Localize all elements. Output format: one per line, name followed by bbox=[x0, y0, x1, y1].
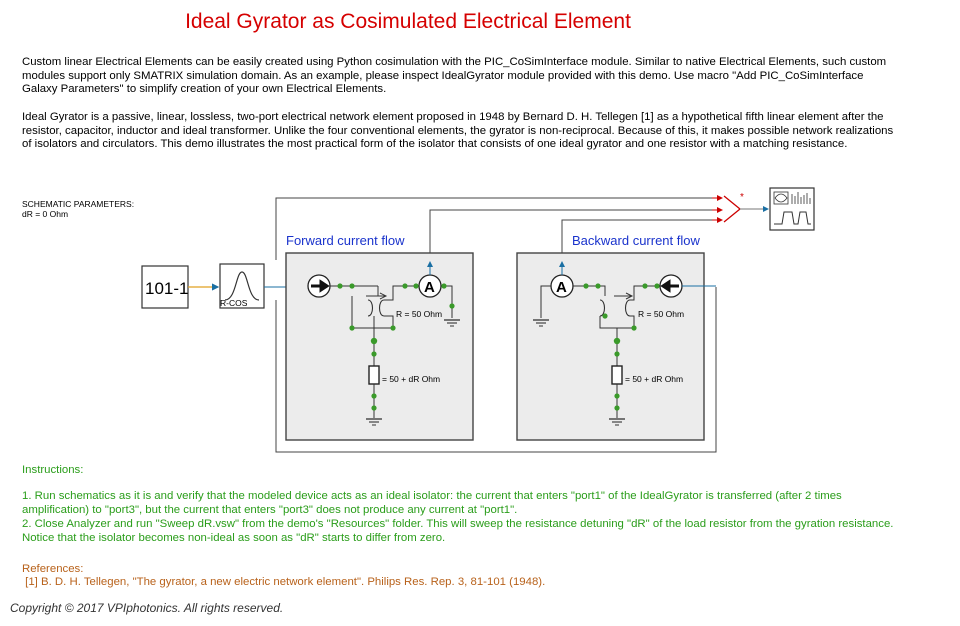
forward-load-resistor-icon[interactable] bbox=[368, 365, 380, 385]
wire-outer-top bbox=[275, 197, 722, 260]
instructions-step-2: 2. Close Analyzer and run "Sweep dR.vsw"… bbox=[22, 518, 894, 544]
backward-flow-title: Backward current flow bbox=[572, 233, 700, 248]
bit-sequence-generator[interactable]: 101-1 bbox=[141, 265, 189, 309]
forward-flow-panel: Forward current flow A R = 50 Ohm bbox=[285, 233, 474, 441]
backward-r-label: R = 50 Ohm bbox=[638, 309, 684, 319]
references-heading: References: bbox=[22, 563, 84, 575]
signal-combiner[interactable]: * bbox=[723, 192, 744, 223]
forward-load-label: = 50 + dR Ohm bbox=[382, 374, 440, 384]
page-title: Ideal Gyrator as Cosimulated Electrical … bbox=[185, 10, 631, 33]
forward-flow-title: Forward current flow bbox=[286, 233, 405, 248]
raised-cosine-pulse-shaper[interactable]: R-COS bbox=[219, 263, 265, 309]
intro-paragraph-1: Custom linear Electrical Elements can be… bbox=[22, 56, 887, 96]
rcos-label: R-COS bbox=[220, 298, 248, 308]
backward-load-resistor-icon[interactable] bbox=[611, 365, 623, 385]
backward-flow-panel: Backward current flow A R = 50 Ohm = 50 … bbox=[516, 233, 716, 441]
instructions-heading: Instructions: bbox=[22, 464, 84, 476]
copyright-notice: Copyright © 2017 VPIphotonics. All right… bbox=[10, 601, 284, 615]
intro-paragraph-2: Ideal Gyrator is a passive, linear, loss… bbox=[22, 111, 894, 151]
instructions-step-1: 1. Run schematics as it is and verify th… bbox=[22, 490, 842, 516]
backward-load-label: = 50 + dR Ohm bbox=[625, 374, 683, 384]
reference-1: [1] B. D. H. Tellegen, "The gyrator, a n… bbox=[22, 576, 546, 588]
wire-forward-meter-out bbox=[429, 209, 722, 270]
wire-outer-bottom bbox=[275, 287, 717, 453]
schematic-params-title: SCHEMATIC PARAMETERS: bbox=[22, 199, 134, 209]
combiner-mark: * bbox=[740, 192, 744, 203]
backward-ammeter-symbol: A bbox=[556, 279, 567, 296]
bit-sequence-label: 101-1 bbox=[145, 279, 188, 298]
analyzer-icon[interactable] bbox=[769, 187, 815, 231]
forward-ammeter-symbol: A bbox=[424, 279, 435, 296]
schematic-params-value: dR = 0 Ohm bbox=[22, 209, 68, 219]
forward-r-label: R = 50 Ohm bbox=[396, 309, 442, 319]
